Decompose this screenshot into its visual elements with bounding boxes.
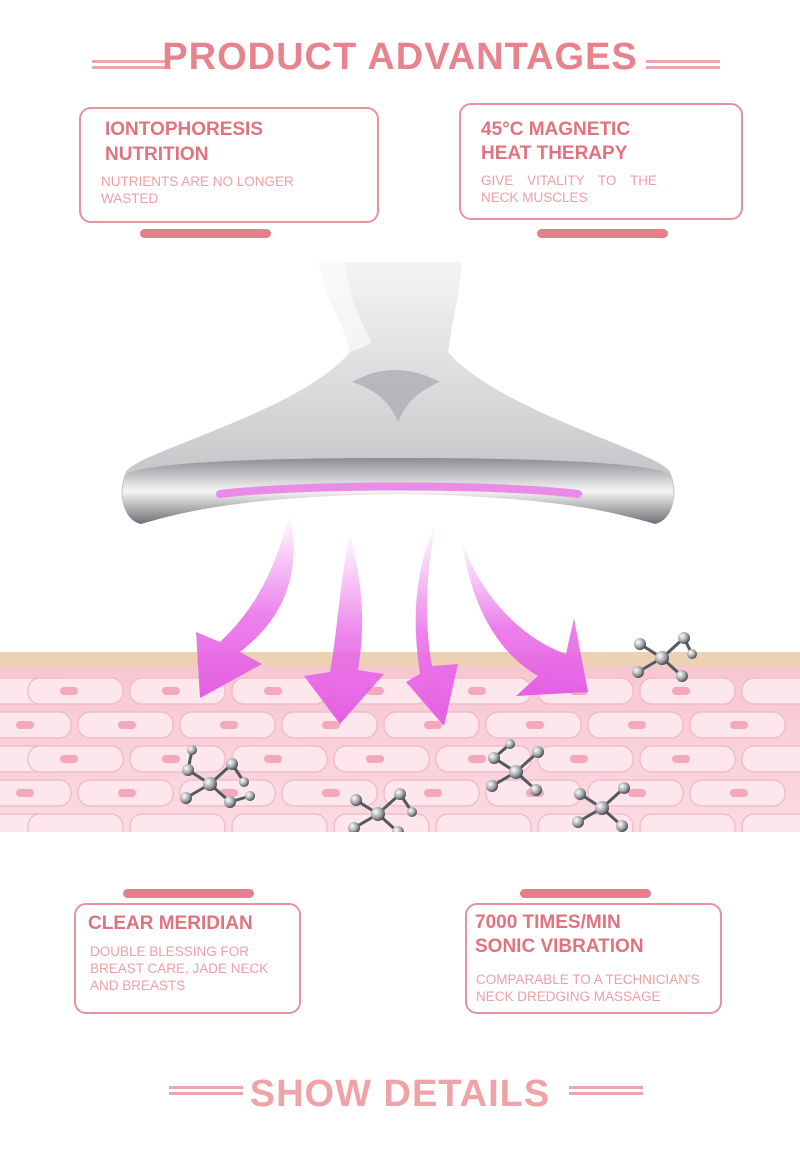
feature-title-line1: IONTOPHORESIS	[105, 119, 264, 140]
feature-bar-1	[140, 229, 271, 238]
footer-deco-right	[569, 1086, 643, 1096]
page-title: PRODUCT ADVANTAGES	[162, 36, 638, 78]
led-light-strip	[216, 482, 582, 498]
molecule-icons	[180, 632, 697, 832]
feature-card-sonic-vibration: 7000 TIMES/MIN SONIC VIBRATION COMPARABL…	[465, 903, 722, 1014]
feature-title-line2: NUTRITION	[105, 144, 209, 165]
feature-desc-line2: NECK DREDGING MASSAGE	[476, 989, 661, 1004]
feature-card-heat-therapy: 45°C MAGNETIC HEAT THERAPY GIVE VITALITY…	[459, 103, 743, 220]
feature-bar-3	[123, 889, 254, 898]
feature-title-line2: SONIC VIBRATION	[475, 936, 644, 957]
feature-bar-2	[537, 229, 668, 238]
feature-desc-line1: NUTRIENTS ARE NO LONGER	[101, 174, 294, 189]
feature-card-clear-meridian: CLEAR MERIDIAN DOUBLE BLESSING FOR BREAS…	[74, 903, 301, 1014]
section-title-show-details: SHOW DETAILS	[249, 1073, 551, 1115]
neck-massager-device	[121, 262, 675, 524]
feature-desc-line1: COMPARABLE TO A TECHNICIAN'S	[476, 972, 700, 987]
feature-desc-line2: WASTED	[101, 191, 159, 206]
footer-deco-left	[169, 1086, 243, 1096]
product-illustration	[0, 262, 800, 832]
feature-title-line2: HEAT THERAPY	[481, 143, 628, 164]
feature-title-line1: 7000 TIMES/MIN	[475, 912, 621, 933]
penetration-arrows	[196, 514, 588, 726]
feature-desc-line1: DOUBLE BLESSING FOR	[90, 944, 250, 959]
feature-bar-4	[520, 889, 651, 898]
feature-desc-line1: GIVE VITALITY TO THE	[481, 173, 657, 188]
feature-card-iontophoresis: IONTOPHORESIS NUTRITION NUTRIENTS ARE NO…	[79, 107, 379, 223]
title-deco-right	[646, 60, 720, 70]
title-deco-left	[92, 60, 166, 70]
feature-desc-line2: NECK MUSCLES	[481, 190, 588, 205]
feature-title-line1: CLEAR MERIDIAN	[88, 913, 253, 934]
feature-desc-line2: BREAST CARE, JADE NECK	[90, 961, 269, 976]
feature-title-line1: 45°C MAGNETIC	[481, 119, 631, 140]
feature-desc-line3: AND BREASTS	[90, 978, 186, 993]
